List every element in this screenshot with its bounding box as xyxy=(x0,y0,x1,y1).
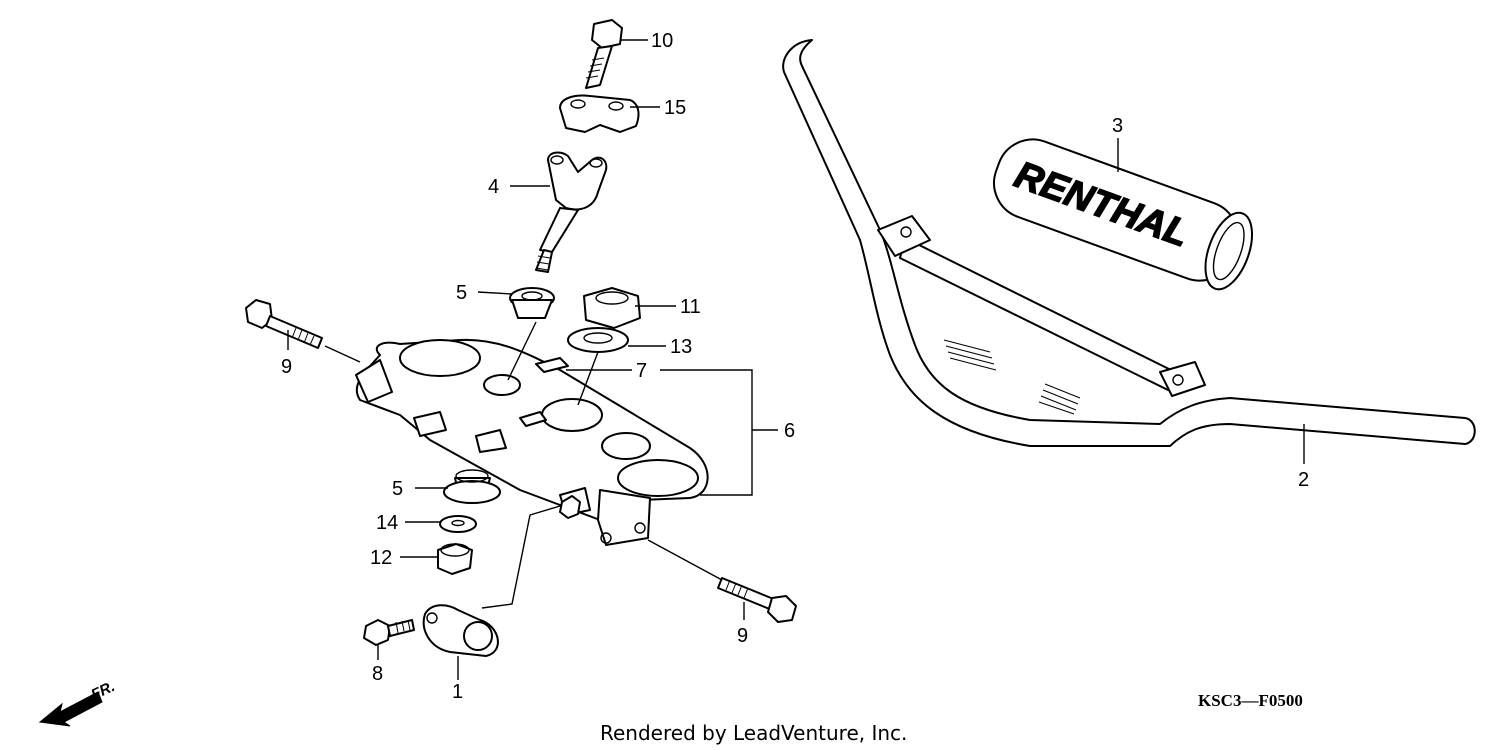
cap-nut[interactable] xyxy=(437,543,473,575)
diagram-code: KSC3—F0500 xyxy=(1198,691,1303,710)
callout-3[interactable]: 3 xyxy=(1112,115,1123,137)
bridge-bolt[interactable] xyxy=(559,495,581,519)
callout-11[interactable]: 11 xyxy=(680,296,701,318)
callout-15[interactable]: 15 xyxy=(664,97,686,119)
stem-washer[interactable] xyxy=(567,327,629,353)
handlebar[interactable] xyxy=(782,39,1476,447)
callout-6[interactable]: 6 xyxy=(784,420,795,442)
render-credit: Rendered by LeadVenture, Inc. xyxy=(600,721,907,745)
callout-7[interactable]: 7 xyxy=(636,360,647,382)
rubber-pad-upper[interactable] xyxy=(535,357,569,373)
front-direction-indicator: FR. xyxy=(38,678,118,727)
front-arrow-icon xyxy=(38,691,103,727)
callout-5-lower[interactable]: 5 xyxy=(392,478,403,500)
callout-4[interactable]: 4 xyxy=(488,176,499,198)
steering-stem-nut[interactable] xyxy=(583,287,641,329)
rubber-bushing-upper[interactable] xyxy=(509,287,555,319)
callout-1[interactable]: 1 xyxy=(452,681,463,703)
pinch-bolt-left[interactable] xyxy=(245,299,323,349)
callout-2[interactable]: 2 xyxy=(1298,469,1309,491)
callout-8[interactable]: 8 xyxy=(372,663,383,685)
clamp-bolt[interactable] xyxy=(363,619,415,646)
callout-14[interactable]: 14 xyxy=(376,512,398,534)
handlebar-pad[interactable]: RENTHAL xyxy=(984,129,1261,295)
leader-lines xyxy=(287,39,1305,680)
top-bridge[interactable] xyxy=(355,338,709,546)
upper-handlebar-holder[interactable] xyxy=(559,94,640,133)
cable-clamp[interactable] xyxy=(422,604,499,657)
washer[interactable] xyxy=(439,515,477,533)
callout-13[interactable]: 13 xyxy=(670,336,692,358)
flange-bolt-top[interactable] xyxy=(585,19,623,89)
callout-12[interactable]: 12 xyxy=(370,547,392,569)
callout-5-upper[interactable]: 5 xyxy=(456,282,467,304)
pinch-bolt-right[interactable] xyxy=(717,577,797,623)
callout-labels: 10 15 4 5 11 13 7 6 9 5 14 12 9 8 1 3 2 xyxy=(281,30,1309,703)
rubber-pad-lower[interactable] xyxy=(519,411,547,427)
callout-9-right[interactable]: 9 xyxy=(737,625,748,647)
front-arrow-label: FR. xyxy=(89,678,118,704)
callout-10[interactable]: 10 xyxy=(651,30,673,52)
rubber-bushing-lower[interactable] xyxy=(443,469,501,504)
callout-9-left[interactable]: 9 xyxy=(281,356,292,378)
lower-handlebar-holder[interactable] xyxy=(535,151,608,273)
